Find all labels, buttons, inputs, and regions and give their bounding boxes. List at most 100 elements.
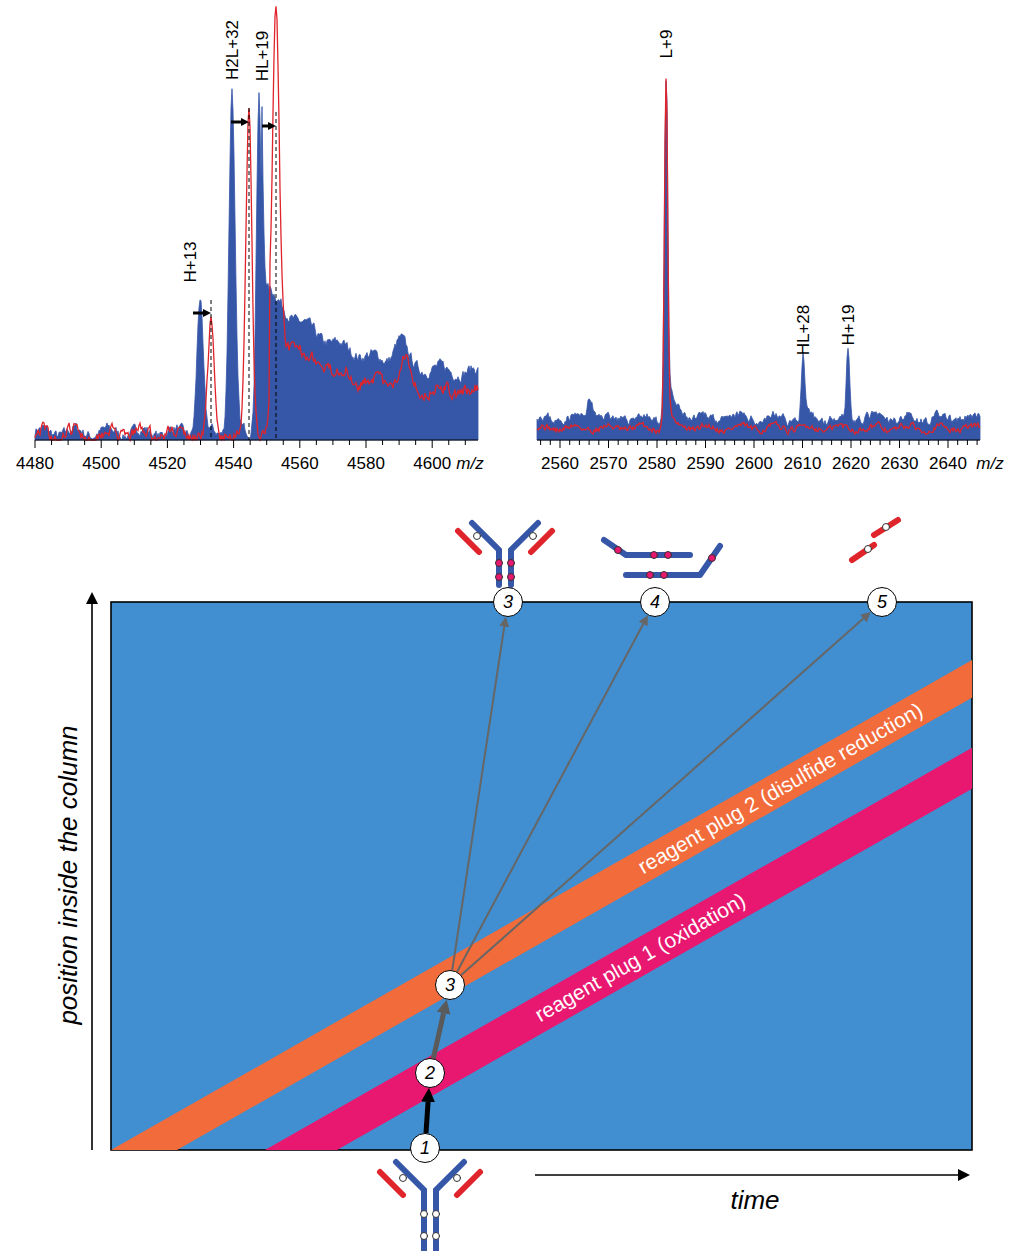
tick-label: 2600: [735, 455, 773, 472]
tick-label: 2570: [590, 455, 628, 472]
callout-number: 4: [650, 593, 660, 611]
peak-label: HL+28: [795, 305, 812, 356]
axis-tick: [705, 440, 706, 448]
axis-tick: [841, 440, 842, 445]
peak-label: HL+19: [254, 31, 271, 82]
peak-label: H+13: [182, 241, 199, 282]
axis-tick: [366, 440, 367, 448]
axis-tick: [316, 440, 317, 445]
axis-tick: [448, 440, 449, 445]
callout-number: 2: [425, 1064, 435, 1082]
axis-tick: [618, 440, 619, 445]
tick-label: 4540: [215, 455, 253, 472]
axis-tick: [918, 440, 919, 445]
axis-tick: [332, 440, 333, 445]
band-shape: [111, 602, 972, 1150]
axis-tick: [465, 440, 466, 445]
axis-unit: m/z: [456, 455, 483, 472]
axis-title: position inside the column: [55, 725, 81, 1024]
flow-arrow: [457, 624, 643, 972]
x-axis: [537, 439, 980, 440]
heavy-chain-icon: [604, 540, 720, 579]
peak-label: H+19: [840, 304, 857, 345]
spectrum-area: [35, 89, 478, 440]
axis-tick: [773, 440, 774, 445]
spectrum-line: [537, 78, 980, 434]
callout-number: 3: [503, 593, 513, 611]
axis-tick: [35, 440, 36, 448]
callout-number: 3: [445, 976, 455, 994]
flow-arrow: [426, 1102, 428, 1133]
axis-tick: [870, 440, 871, 445]
reagent-plug: reagent plug 2 (disulfide reduction): [111, 602, 972, 1150]
axis-tick: [957, 440, 958, 445]
axis-tick: [399, 440, 400, 445]
peak-label: L+9: [658, 30, 675, 59]
flow-arrow: [461, 619, 863, 975]
axis-tick: [589, 440, 590, 445]
axis-tick: [880, 440, 881, 445]
axis-tick: [627, 440, 628, 445]
shift-arrow: [262, 125, 268, 128]
axis-arrow: [535, 1174, 958, 1176]
tick-label: 4560: [281, 455, 319, 472]
antibody-icon: [458, 523, 552, 585]
band-label: reagent plug 2 (disulfide reduction): [634, 699, 925, 877]
spectrum-line: [35, 6, 478, 440]
axis-tick: [117, 440, 118, 445]
axis-tick: [928, 440, 929, 445]
axis-tick: [598, 440, 599, 445]
shift-arrow: [193, 312, 203, 315]
axis-tick: [734, 440, 735, 445]
axis-tick: [695, 440, 696, 445]
peak-label: H2L+32: [224, 20, 241, 80]
axis-tick: [608, 440, 609, 448]
axis-tick: [217, 440, 218, 445]
flow-arrow: [433, 1013, 443, 1058]
light-chain-icon: [852, 520, 898, 560]
step-circle: 5: [867, 587, 897, 617]
axis-tick: [415, 440, 416, 445]
callout-number: 1: [420, 1139, 430, 1157]
axis-tick: [860, 440, 861, 445]
tick-label: 2620: [832, 455, 870, 472]
guide-line: [276, 112, 277, 440]
tick-label: 4480: [16, 455, 54, 472]
axis-tick: [783, 440, 784, 445]
axis-tick: [948, 440, 949, 448]
tick-label: 2560: [541, 455, 579, 472]
axis-tick: [51, 440, 52, 445]
axis-unit: m/z: [976, 455, 1003, 472]
axis-tick: [68, 440, 69, 445]
guide-line: [211, 300, 212, 440]
axis-tick: [754, 440, 755, 448]
axis-tick: [266, 440, 267, 445]
axis-tick: [560, 440, 561, 448]
flow-arrow: [452, 627, 504, 970]
axis-tick: [550, 440, 551, 445]
axis-tick: [637, 440, 638, 445]
axis-tick: [540, 440, 541, 445]
axis-tick: [889, 440, 890, 445]
axis-tick: [183, 440, 184, 445]
axis-tick: [812, 440, 813, 445]
axis-tick: [792, 440, 793, 445]
tick-label: 2640: [929, 455, 967, 472]
axis-tick: [167, 440, 168, 448]
tick-label: 2630: [881, 455, 919, 472]
axis-tick: [250, 440, 251, 445]
axis-tick: [84, 440, 85, 445]
axis-tick: [715, 440, 716, 445]
axis-tick: [432, 440, 433, 448]
axis-tick: [724, 440, 725, 445]
axis-tick: [647, 440, 648, 445]
tick-label: 2590: [687, 455, 725, 472]
axis-tick: [977, 440, 978, 445]
axis-tick: [200, 440, 201, 445]
mass-spectra: [35, 6, 980, 448]
axis-tick: [382, 440, 383, 445]
axis-tick: [802, 440, 803, 448]
tick-label: 4500: [82, 455, 120, 472]
callout-number: 5: [877, 593, 887, 611]
